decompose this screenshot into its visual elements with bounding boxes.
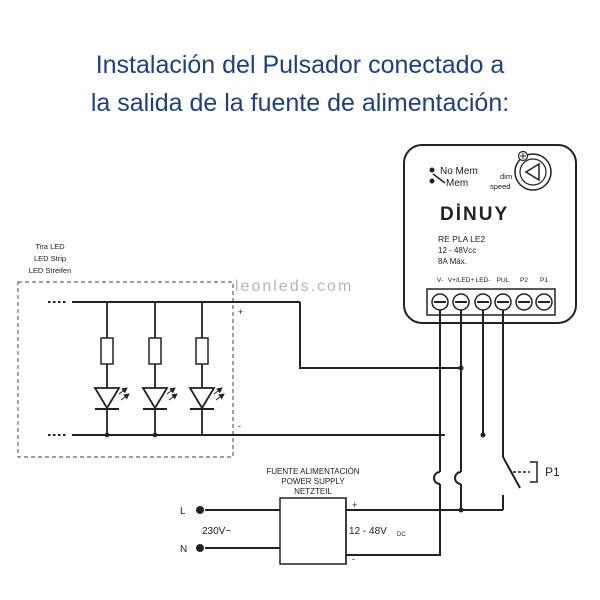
- mains-l-label: L: [180, 506, 186, 517]
- speed-label: speed: [490, 182, 510, 191]
- resistor: [148, 337, 162, 365]
- terminal-label-led-minus: LED-: [476, 277, 491, 284]
- dim-label: dim: [500, 172, 512, 181]
- wire-v-minus-jump: [433, 471, 441, 485]
- terminal-v-minus[interactable]: [431, 293, 449, 311]
- led-strip-plus: +: [238, 307, 243, 317]
- led-branch-2: [141, 302, 178, 435]
- title-line-1: Instalación del Pulsador conectado a: [95, 51, 505, 79]
- mains-n-label: N: [180, 544, 187, 555]
- terminal-label-pul: PUL: [497, 277, 510, 284]
- power-supply-label-es: FUENTE ALIMENTACIÓN: [266, 467, 359, 476]
- led-strip-label-de: LED Streifen: [29, 266, 72, 275]
- wire-v-plus-supply: [345, 484, 462, 511]
- terminal-label-v-minus: V-: [437, 277, 443, 284]
- led-strip-label-en: LED Strip: [34, 254, 66, 263]
- terminal-label-v-plus-led-plus: V+/LED+: [448, 277, 475, 284]
- model-label: RE PLA LE2: [438, 234, 486, 244]
- mem-jumper[interactable]: [432, 173, 446, 184]
- terminal-pul[interactable]: [494, 293, 512, 311]
- led-strip-minus: -: [238, 421, 241, 431]
- no-mem-label: No Mem: [440, 166, 478, 177]
- wires: [205, 302, 504, 556]
- resistor: [100, 337, 114, 365]
- watermark: leonleds.com: [235, 278, 353, 295]
- current-label: 8A Máx.: [438, 257, 467, 266]
- wire-led-plus: [299, 302, 462, 369]
- power-supply-input-label: 230V~: [202, 526, 231, 537]
- led-strip-dashed-box: [17, 281, 234, 458]
- led-diode-icon: [141, 387, 169, 410]
- power-supply-output-dc: DC: [397, 532, 406, 538]
- pushbutton-p1[interactable]: [502, 456, 538, 495]
- led-branch-3: [188, 302, 225, 435]
- mains-l-terminal[interactable]: [196, 506, 204, 514]
- terminal-label-p2: P2: [520, 277, 528, 284]
- led-branch-1: [93, 302, 130, 435]
- terminal-led-minus[interactable]: [474, 293, 492, 311]
- voltage-label: 12 - 48Vcc: [438, 246, 476, 255]
- terminal-v-plus-led-plus[interactable]: [452, 293, 470, 311]
- wire-v-plus-jump: [454, 471, 462, 485]
- power-supply-label-de: NETZTEIL: [294, 487, 332, 496]
- pushbutton-label: P1: [545, 465, 560, 479]
- dim-speed-knob[interactable]: [514, 150, 552, 191]
- led-strip-label-es: Tira LED: [35, 242, 65, 251]
- led-diode-icon: [93, 387, 121, 410]
- power-supply-box: [279, 497, 347, 565]
- power-supply: FUENTE ALIMENTACIÓN POWER SUPPLY NETZTEI…: [202, 467, 406, 565]
- mains-n-terminal[interactable]: [196, 544, 204, 552]
- led-diode-icon: [188, 387, 216, 410]
- led-strip: Tira LED LED Strip LED Streifen + -: [17, 242, 445, 458]
- dimmer-module: No Mem Mem dim speed DİNUY RE PLA LE2 12…: [403, 144, 577, 324]
- title-line-2: la salida de la fuente de alimentación:: [90, 89, 510, 117]
- power-supply-label-en: POWER SUPPLY: [281, 477, 345, 486]
- terminal-label-p1: P1: [540, 277, 548, 284]
- no-mem-dot: [429, 167, 435, 173]
- terminal-p2[interactable]: [515, 293, 533, 311]
- power-supply-minus: -: [352, 554, 355, 564]
- mem-dot: [429, 178, 435, 184]
- wire-v-minus-lower: [345, 484, 441, 556]
- power-supply-output-label: 12 - 48V: [349, 526, 387, 537]
- brand-logo: DİNUY: [440, 204, 509, 225]
- resistor: [195, 337, 209, 365]
- terminal-p1[interactable]: [535, 293, 553, 311]
- mem-label: Mem: [446, 178, 468, 189]
- power-supply-plus: +: [352, 500, 357, 510]
